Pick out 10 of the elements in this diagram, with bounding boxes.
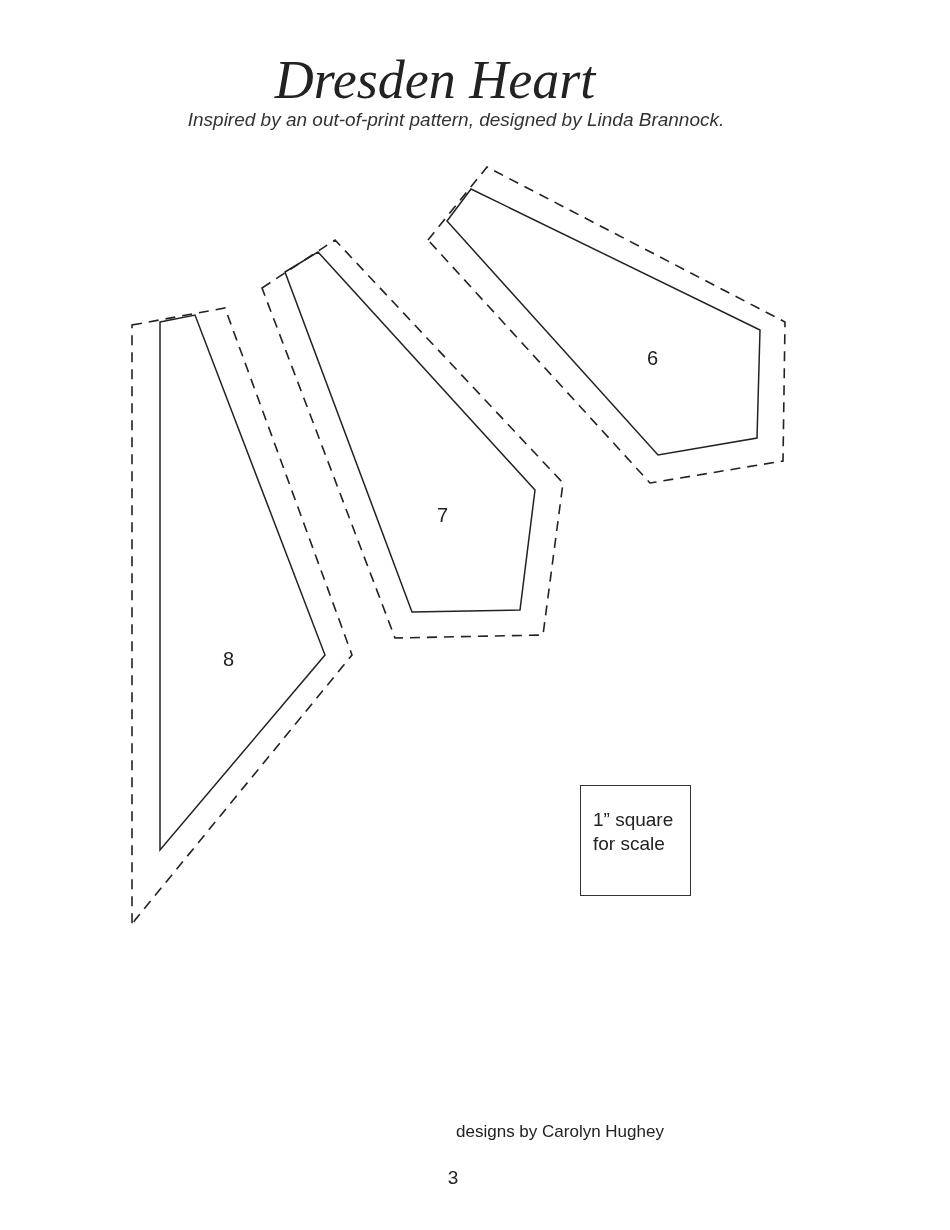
scale-note: 1” square for scale — [593, 808, 675, 856]
piece-number: 6 — [647, 347, 659, 369]
credit-line: designs by Carolyn Hughey — [455, 1121, 665, 1143]
piece-number: 7 — [437, 504, 449, 526]
page-number: 3 — [446, 1166, 460, 1190]
quilt-piece-template — [132, 308, 352, 926]
quilt-piece-template — [262, 240, 563, 638]
piece-number: 8 — [223, 648, 235, 670]
quilt-piece-template — [428, 167, 785, 483]
scale-square — [580, 785, 691, 896]
